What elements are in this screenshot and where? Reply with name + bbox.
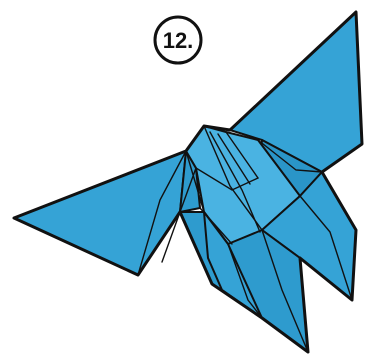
origami-butterfly — [14, 12, 362, 352]
step-number: 12. — [163, 28, 194, 53]
step-badge: 12. — [155, 17, 201, 63]
